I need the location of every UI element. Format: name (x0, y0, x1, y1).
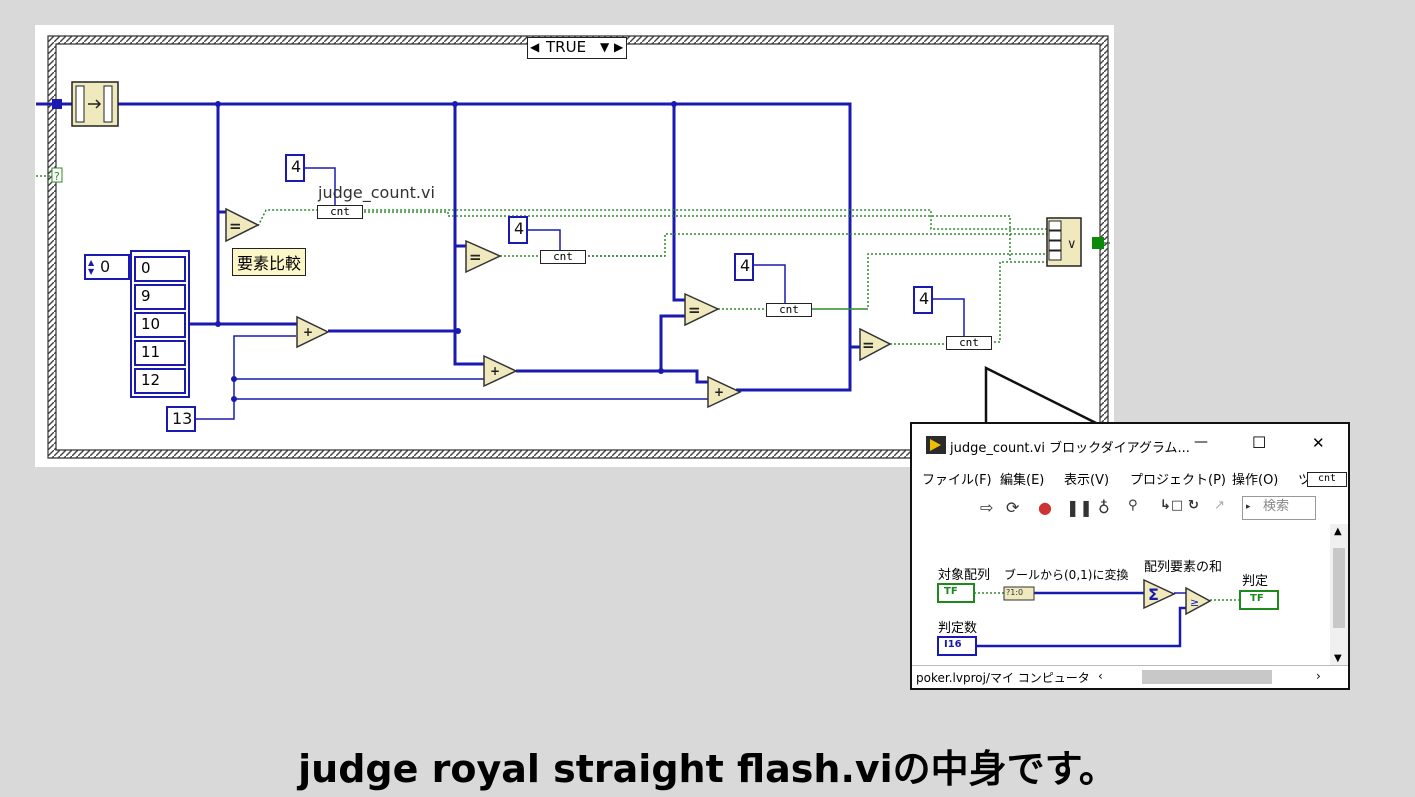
label-array-sum: 配列要素の和 (1144, 560, 1223, 575)
add-node-3 (707, 375, 742, 409)
menu-edit[interactable]: 編集(E) (1000, 473, 1045, 488)
pause-icon[interactable]: ❚❚ (1066, 498, 1093, 517)
run-arrow-icon[interactable]: ⇨ (980, 498, 994, 517)
menu-file[interactable]: ファイル(F) (922, 473, 992, 488)
add-node-1 (296, 315, 330, 349)
search-toggle-icon[interactable]: ▸ (1246, 502, 1251, 512)
subvi-cnt-4[interactable]: cnt (946, 336, 992, 350)
svg-text:?: ? (54, 170, 60, 183)
window-toolbar: ⇨ ⟳ ● ❚❚ ♁ ⚲ ↳□ ↻ ↗ ▸ 検索 (912, 490, 1348, 525)
scroll-up-icon[interactable]: ▲ (1334, 526, 1342, 537)
svg-text:=: = (688, 301, 701, 319)
constant-4-c[interactable]: 4 (734, 253, 754, 281)
minimize-button[interactable]: — (1194, 434, 1208, 450)
subvi-diagram-canvas: Σ ≥ 対象配列 ブールから(0,1)に変換 配列要素の和 判定 判定数 TF … (912, 524, 1330, 666)
label-judge: 判定 (1242, 574, 1269, 589)
case-structure-frame (47, 35, 1109, 459)
terminal-convert[interactable]: ?1:0 (1006, 588, 1024, 597)
hscroll-right-icon[interactable]: › (1316, 669, 1321, 683)
case-selector[interactable]: ◀ TRUE ▼ ▶ (527, 37, 627, 59)
search-field[interactable]: ▸ 検索 (1242, 496, 1316, 520)
svg-text:Σ: Σ (1148, 585, 1159, 604)
menu-view[interactable]: 表示(V) (1064, 473, 1110, 488)
step-into-icon[interactable]: ↳□ (1160, 498, 1184, 513)
abort-icon[interactable]: ● (1038, 498, 1052, 517)
array-element-0[interactable]: 0 (134, 256, 186, 282)
svg-text:∨: ∨ (1067, 237, 1077, 252)
status-bar: poker.lvproj/マイ コンピュータ ‹ › (912, 665, 1348, 688)
step-over-icon[interactable]: ↻ (1188, 498, 1199, 513)
window-titlebar: judge_count.vi ブロックダイアグラム... — ☐ ✕ (912, 424, 1348, 464)
window-title: judge_count.vi ブロックダイアグラム... (950, 441, 1190, 456)
compare-comment-label: 要素比較 (232, 248, 307, 276)
subvi-wiring: Σ ≥ (937, 578, 1279, 656)
svg-text:=: = (469, 248, 482, 266)
step-out-icon[interactable]: ↗ (1214, 498, 1225, 513)
case-selector-label: TRUE (546, 38, 587, 56)
svg-text:+: + (303, 325, 313, 339)
constant-4-b[interactable]: 4 (508, 216, 528, 244)
hscroll-thumb[interactable] (1142, 670, 1272, 684)
highlight-bulb-icon[interactable]: ♁ (1098, 498, 1110, 517)
equal-node-4 (859, 327, 892, 362)
add-node-2 (483, 354, 518, 388)
subvi-cnt-3[interactable]: cnt (766, 303, 812, 317)
svg-text:≥: ≥ (1190, 596, 1199, 609)
increment-arrows-icon[interactable]: ▲▼ (88, 258, 95, 276)
terminal-tf-out[interactable]: TF (1250, 593, 1264, 604)
labview-icon (926, 436, 946, 454)
slide-caption: judge royal straight flash.viの中身です。 (298, 747, 1117, 791)
constant-4-a[interactable]: 4 (285, 154, 305, 182)
subvi-cnt-1[interactable]: cnt (317, 205, 363, 219)
subvi-label: judge_count.vi (318, 183, 435, 202)
terminal-i16[interactable]: I16 (944, 639, 962, 650)
array-element-2[interactable]: 10 (134, 312, 186, 338)
case-dropdown-icon[interactable]: ▼ (600, 40, 610, 54)
svg-text:+: + (490, 364, 500, 378)
hscroll-left-icon[interactable]: ‹ (1098, 669, 1103, 683)
search-placeholder: 検索 (1263, 499, 1290, 514)
equal-node-3 (684, 292, 720, 327)
project-path: poker.lvproj/マイ コンピュータ (916, 671, 1090, 685)
equal-node-2 (465, 239, 502, 274)
array-index-control[interactable]: ▲▼ 0 (84, 254, 130, 280)
terminal-tf-in[interactable]: TF (944, 586, 958, 597)
array-element-1[interactable]: 9 (134, 284, 186, 310)
maximize-button[interactable]: ☐ (1252, 433, 1267, 452)
array-constant-frame (130, 250, 190, 398)
block-diagram-panel (35, 25, 1114, 467)
label-target-array: 対象配列 (938, 568, 991, 583)
close-button[interactable]: ✕ (1312, 434, 1325, 452)
run-continuous-icon[interactable]: ⟳ (1006, 498, 1020, 517)
subvi-cnt-2[interactable]: cnt (540, 250, 586, 264)
svg-text:=: = (229, 217, 242, 235)
case-prev-icon[interactable]: ◀ (530, 40, 540, 54)
constant-4-d[interactable]: 4 (913, 286, 933, 314)
vi-icon-corner[interactable]: cnt (1307, 472, 1347, 487)
equal-node-1 (225, 207, 260, 243)
array-index-value: 0 (100, 257, 111, 276)
menu-project[interactable]: プロジェクト(P) (1130, 473, 1226, 488)
scroll-down-icon[interactable]: ▼ (1334, 653, 1342, 664)
case-next-icon[interactable]: ▶ (614, 40, 624, 54)
window-menubar: ファイル(F) 編集(E) 表示(V) プロジェクト(P) 操作(O) ツ cn… (912, 464, 1348, 490)
array-element-3[interactable]: 11 (134, 340, 186, 366)
vertical-scrollbar[interactable]: ▲ ▼ (1330, 524, 1348, 666)
svg-text:+: + (714, 385, 724, 399)
label-bool-convert: ブールから(0,1)に変換 (1004, 568, 1129, 582)
menu-operate[interactable]: 操作(O) (1232, 473, 1279, 488)
constant-13[interactable]: 13 (166, 406, 196, 432)
scroll-thumb[interactable] (1333, 548, 1345, 628)
svg-text:=: = (862, 336, 875, 354)
label-judge-count: 判定数 (938, 621, 978, 636)
retain-wire-icon[interactable]: ⚲ (1128, 498, 1138, 513)
subvi-block-diagram-window: judge_count.vi ブロックダイアグラム... — ☐ ✕ ファイル(… (910, 422, 1350, 690)
array-element-4[interactable]: 12 (134, 368, 186, 394)
